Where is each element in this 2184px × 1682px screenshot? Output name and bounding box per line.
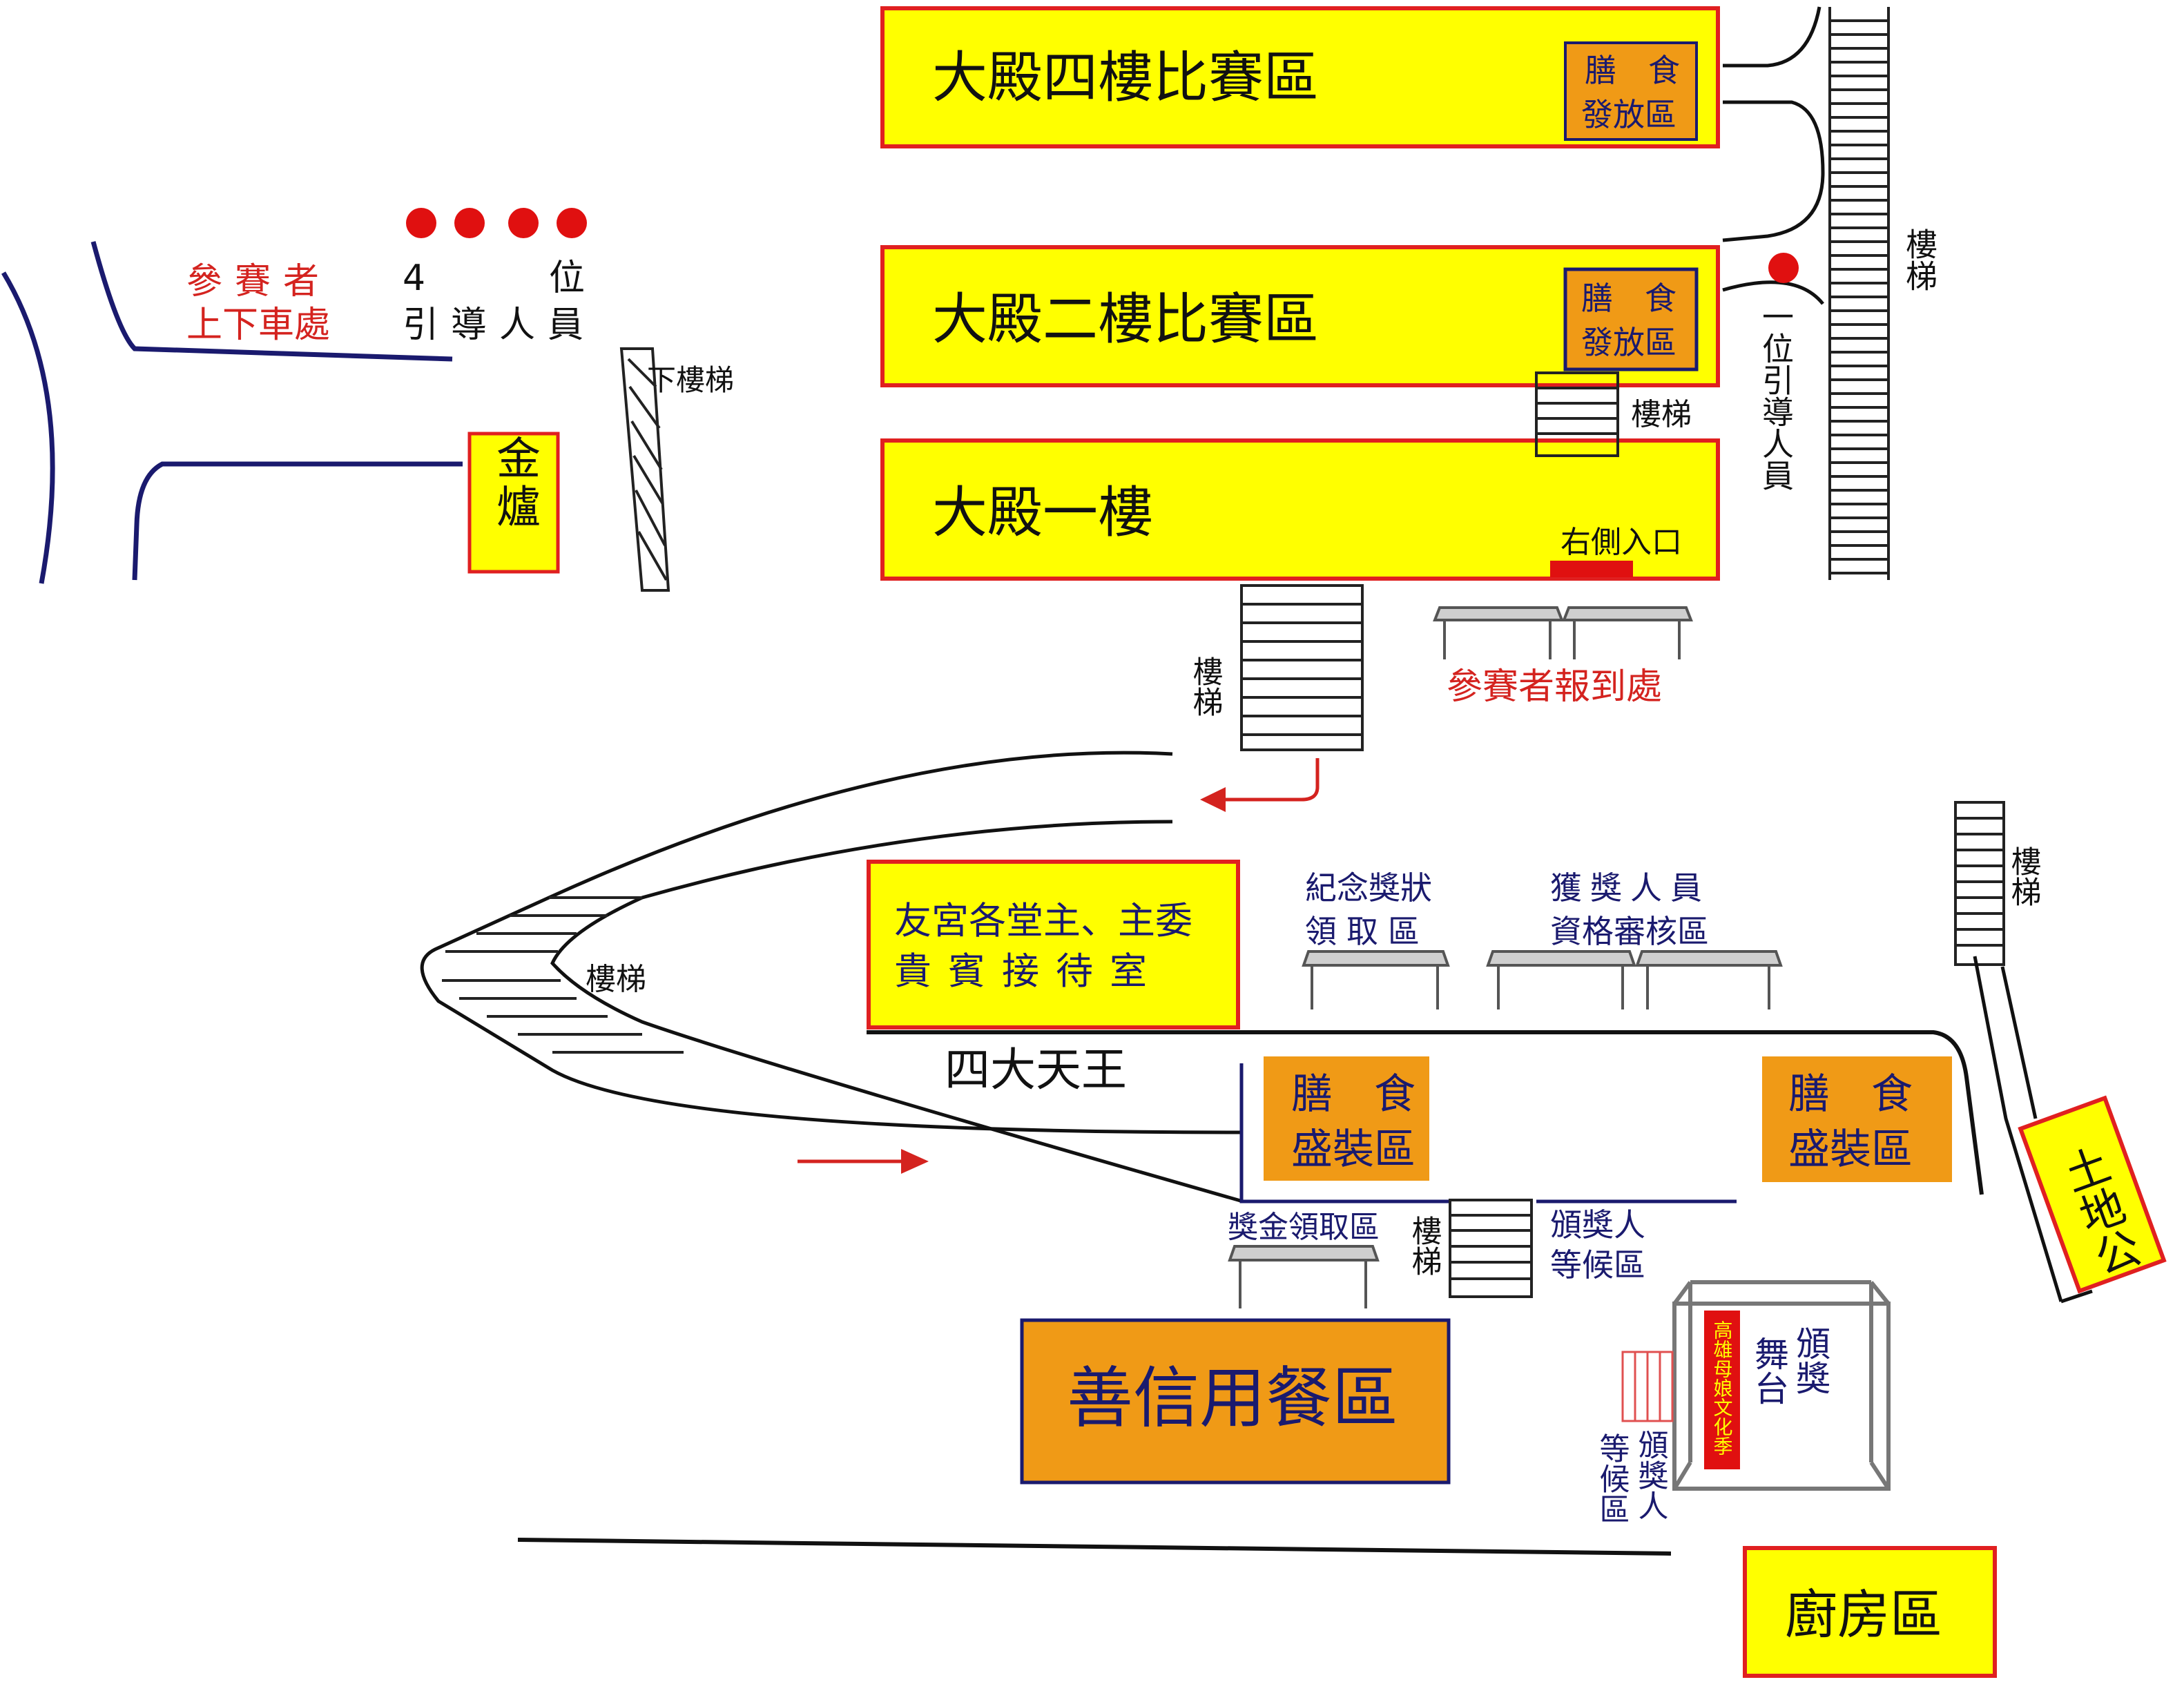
one-guide-label: 一位引導人員	[1757, 300, 1795, 491]
kitchen-label: 廚房區	[1785, 1584, 1942, 1645]
meal-dist-4f-bottom: 發放區	[1581, 96, 1676, 133]
walkway-stairs-label: 樓梯	[586, 962, 646, 997]
stairs-hall-down	[1240, 584, 1364, 751]
prize-money-label: 獎金領取區	[1228, 1210, 1380, 1245]
awardee-wait-v2: 等候區	[1594, 1433, 1630, 1524]
meal-pack-right	[1762, 1056, 1952, 1182]
guide-four-wei: 位	[549, 258, 585, 299]
qual-label-2: 資格審核區	[1550, 913, 1709, 950]
main-divider	[867, 1030, 1984, 1195]
meal-pack-left-2: 盛裝區	[1291, 1125, 1415, 1174]
vip-room	[867, 860, 1240, 1030]
stairs-meal	[1449, 1199, 1533, 1298]
flow-arrow-left	[1200, 758, 1320, 812]
walkway-stairs	[442, 896, 684, 1054]
cert-qual-tables	[1302, 950, 1783, 1009]
stage-steps	[1621, 1351, 1674, 1422]
cert-label-2: 領取區	[1305, 913, 1429, 950]
stairs-f2-f1	[1535, 371, 1619, 457]
down-stairs-label: 下樓梯	[647, 363, 734, 397]
right-entrance-marker	[1550, 561, 1633, 577]
meal-pack-left	[1264, 1056, 1429, 1181]
stage-banner	[1704, 1311, 1740, 1469]
stairs-far-right-label: 樓梯	[2006, 846, 2041, 907]
awardee-wait-v1: 頒獎人	[1633, 1429, 1668, 1520]
meal-dist-box-2f	[1563, 267, 1699, 371]
stairs-hall-down-label: 樓梯	[1188, 656, 1223, 717]
guide-four-rest: 引導人員	[403, 304, 596, 346]
qual-label-1: 獲獎人員	[1550, 869, 1710, 907]
walkway	[420, 751, 1244, 1204]
prize-money-table	[1228, 1245, 1380, 1308]
floor2-label: 大殿二樓比賽區	[932, 287, 1319, 351]
awardee-wait-2: 等候區	[1550, 1246, 1645, 1284]
bottom-road	[517, 1538, 1672, 1556]
four-guide-dots	[406, 208, 587, 238]
dining-zone	[1020, 1318, 1451, 1485]
meal-dist-box-4f	[1564, 41, 1698, 141]
meal-dist-2f-bottom: 發放區	[1581, 324, 1676, 361]
stairs-far-right	[1954, 801, 2005, 966]
right-long-stairs	[1828, 7, 1890, 580]
down-stairs	[619, 347, 670, 592]
meal-dist-2f-top: 膳 食	[1581, 280, 1676, 317]
right-curve-2	[1973, 956, 2063, 1302]
vip-label-1: 友宮各堂主、主委	[894, 899, 1192, 942]
cert-label-1: 紀念獎狀	[1305, 869, 1432, 907]
checkin-label: 參賽者報到處	[1447, 666, 1662, 708]
furnace-box	[467, 432, 560, 574]
furnace-label: 金爐	[489, 435, 540, 532]
vip-label-2: 貴賓接待室	[894, 949, 1163, 993]
dropoff-label-2: 上下車處	[186, 304, 330, 346]
left-road	[1, 241, 463, 584]
flow-arrow-right	[798, 1149, 929, 1174]
meal-pack-left-1: 膳 食	[1291, 1070, 1415, 1119]
meal-pack-right-2: 盛裝區	[1788, 1125, 1913, 1174]
kitchen-zone	[1743, 1546, 1997, 1678]
stage-banner-text: 高雄母娘文化季	[1711, 1320, 1734, 1456]
floor1-label: 大殿一樓	[932, 481, 1153, 545]
one-guide-dot	[1768, 253, 1799, 283]
stairs-meal-label: 樓梯	[1407, 1215, 1442, 1276]
stairs-f2-f1-label: 樓梯	[1631, 397, 1692, 432]
earth-god-shrine: 土地公	[2018, 1095, 2167, 1294]
floor1-zone	[880, 438, 1720, 581]
dropoff-label-1: 參賽者	[186, 261, 331, 302]
meal-pack-right-1: 膳 食	[1788, 1070, 1913, 1119]
meal-area-boundaries	[1239, 1063, 1737, 1204]
stage-label-2: 舞台	[1749, 1336, 1789, 1405]
dining-label: 善信用餐區	[1067, 1360, 1398, 1437]
four-kings-label: 四大天王	[945, 1043, 1127, 1096]
stair-connectors	[1722, 6, 1825, 305]
right-long-stairs-label: 樓梯	[1901, 228, 1938, 291]
awardee-wait-1: 頒獎人	[1550, 1206, 1645, 1244]
meal-dist-4f-top: 膳 食	[1585, 52, 1680, 89]
checkin-tables	[1433, 606, 1693, 659]
stage-label-1: 頒獎	[1790, 1326, 1830, 1395]
floor4-label: 大殿四樓比賽區	[932, 46, 1319, 110]
far-right-path	[2000, 966, 2093, 1304]
right-entrance-label: 右側入口	[1560, 525, 1682, 560]
guide-four-num: 4	[403, 258, 425, 299]
